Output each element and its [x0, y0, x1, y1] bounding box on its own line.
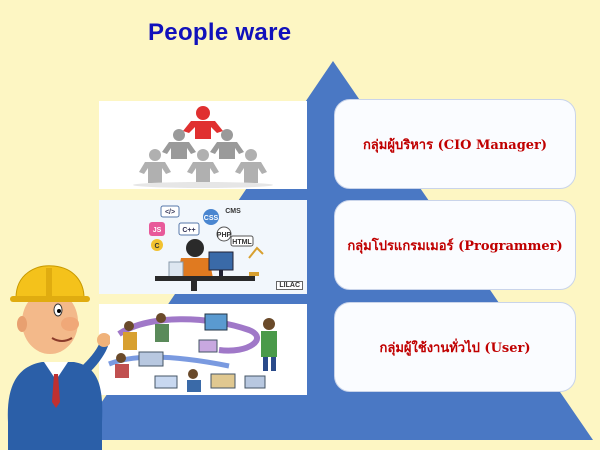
tier-label-text: กลุ่มผู้บริหาร (CIO Manager): [362, 137, 548, 153]
construction-worker-mascot: [7, 265, 110, 450]
tier-managers-label: กลุ่มผู้บริหาร (CIO Manager): [334, 99, 576, 189]
code-tag-cpp: C++: [182, 227, 195, 234]
brand-logo: LILAC: [276, 281, 303, 290]
panel-users-image: [99, 304, 307, 395]
code-tag-html: HTML: [232, 239, 252, 246]
code-tag: </>: [165, 209, 175, 216]
office-users-icon: [108, 313, 277, 392]
code-tag-css: CSS: [204, 215, 219, 222]
panel-managers-image: [99, 101, 307, 189]
people-hierarchy-icon: [133, 106, 273, 188]
panel-programmer-image: </> CSS CMS JS C++ PHP HTML C LILAC: [99, 200, 307, 294]
tier-label-text: กลุ่มโปรแกรมเมอร์ (Programmer): [347, 238, 563, 254]
code-tag-c: C: [154, 243, 159, 250]
tier-programmers-label: กลุ่มโปรแกรมเมอร์ (Programmer): [334, 200, 576, 290]
code-tag-php: PHP: [217, 232, 232, 239]
tier-label-text: กลุ่มผู้ใช้งานทั่วไป (User): [379, 340, 531, 356]
code-tag-cms: CMS: [225, 208, 241, 215]
code-tag-js: JS: [153, 227, 162, 234]
programmer-icon: </> CSS CMS JS C++ PHP HTML C: [149, 205, 264, 291]
tier-users-label: กลุ่มผู้ใช้งานทั่วไป (User): [334, 302, 576, 392]
page-title: People ware: [148, 19, 292, 46]
